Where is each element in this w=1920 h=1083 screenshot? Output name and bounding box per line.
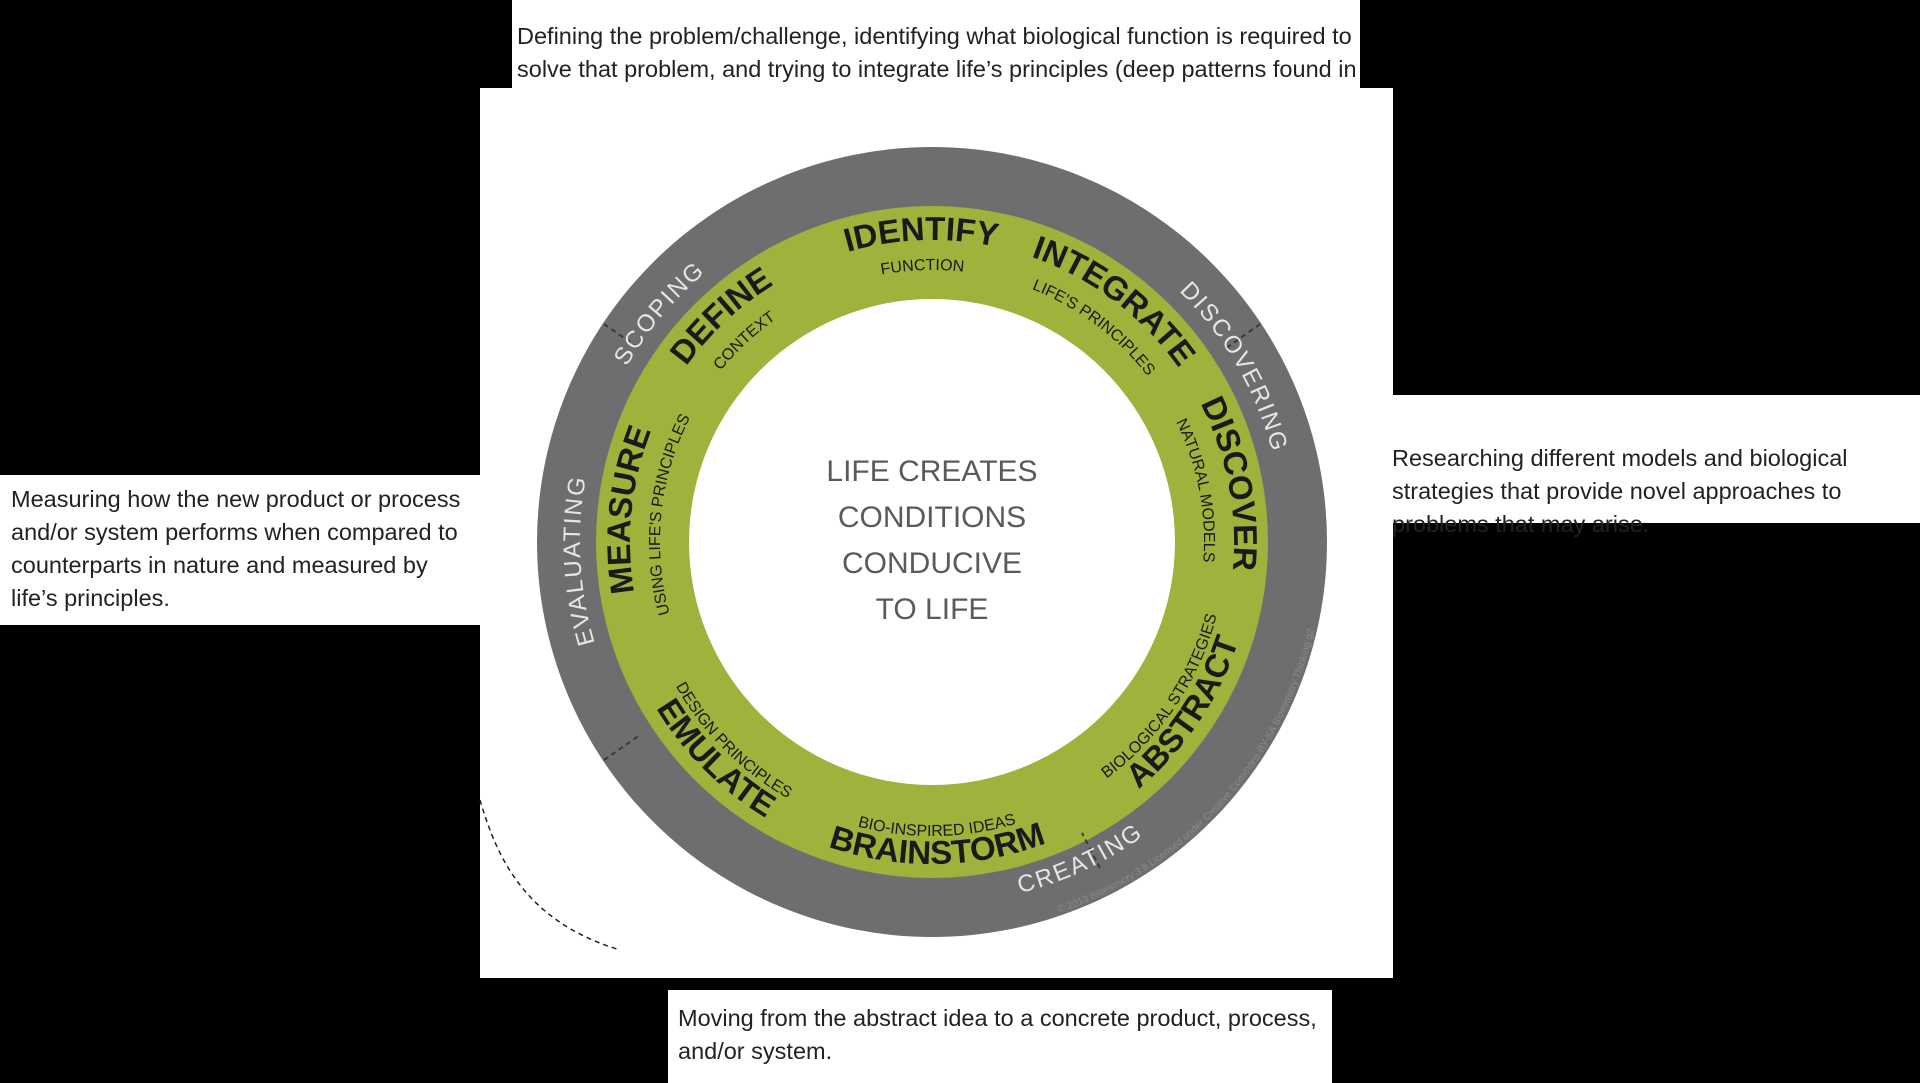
phase-dividers	[603, 323, 1261, 869]
center-line-1: LIFE CREATES	[826, 455, 1037, 488]
center-line-3: CONDUCIVE	[842, 547, 1022, 580]
caption-emulate: Moving from the abstract idea to a concr…	[668, 990, 1332, 1083]
biomimicry-design-circle: SCOPING DISCOVERING EVALUATING CREATING …	[537, 147, 1354, 949]
center-line-2: CONDITIONS	[838, 501, 1026, 534]
caption-discover-abstract-text: Researching different models and biologi…	[1392, 445, 1848, 537]
caption-measure: Measuring how the new product or process…	[0, 475, 480, 625]
caption-define-identify-integrate: Defining the problem/challenge, identify…	[512, 0, 1360, 115]
divider-evaluating-creating	[603, 734, 641, 761]
divider-scoping-evaluating	[603, 323, 641, 350]
center-line-4: TO LIFE	[876, 593, 989, 626]
divider-creating-discovering	[1081, 832, 1101, 869]
center-circle	[689, 299, 1175, 785]
center-statement: LIFE CREATES CONDITIONS CONDUCIVE TO LIF…	[826, 455, 1037, 626]
step-identify-sub: FUNCTION	[879, 256, 965, 279]
dashed-connector-line	[479, 799, 621, 951]
caption-discover-abstract: Researching different models and biologi…	[1392, 395, 1920, 537]
svg-text:FUNCTION: FUNCTION	[879, 256, 965, 279]
divider-scoping-discovering	[1224, 323, 1261, 350]
